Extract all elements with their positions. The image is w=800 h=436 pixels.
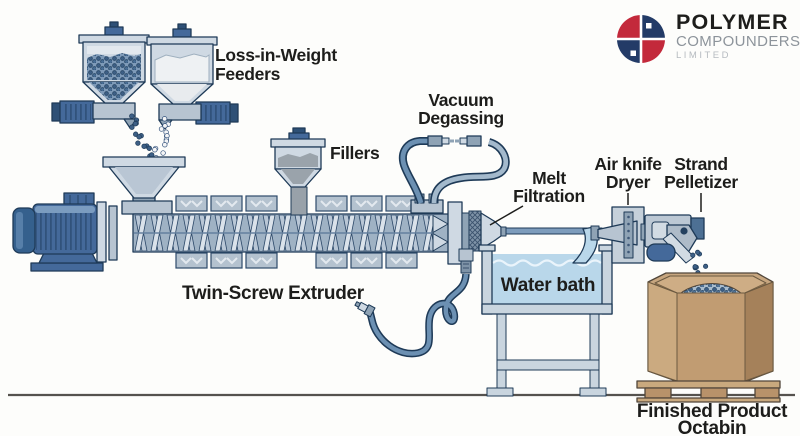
feeder2-lid [172, 28, 192, 38]
label-fillers: Fillers [330, 143, 380, 163]
label-finished-line1: Finished Product [637, 401, 788, 422]
label-finished-line2: Octabin [678, 418, 747, 436]
octabin-panel-left [647, 281, 678, 382]
filler-powder [278, 153, 318, 167]
logo-mark-icon [615, 13, 667, 65]
die-drain-valve [458, 248, 474, 262]
bath-leg-left [496, 313, 507, 391]
drain-hose-nozzle [354, 301, 376, 318]
feed-hopper-rim [102, 156, 186, 168]
melt-leader-line [489, 205, 524, 226]
vacuum-fitting-1 [427, 135, 443, 147]
label-vacuum-line1: Vacuum [428, 90, 493, 110]
octabin-panel-front [676, 292, 746, 382]
label-melt-line2: Filtration [513, 186, 585, 206]
heater-blocks [175, 195, 418, 269]
logo-quadrant-br [641, 39, 665, 63]
fillers-hopper [270, 127, 326, 216]
company-logo: POLYMER COMPOUNDERS LIMITED [615, 10, 800, 65]
water-bath: Water bath [478, 226, 616, 397]
logo-text-limited: LIMITED [676, 50, 731, 61]
feeder1-lid [104, 26, 124, 36]
strand-pelletizer [640, 214, 705, 264]
dryer-slot-bar [623, 211, 634, 259]
label-extruder: Twin-Screw Extruder [182, 283, 365, 304]
logo-quadrant-tl [617, 15, 641, 39]
melt-filtration-die [354, 210, 507, 358]
logo-text-compounders: COMPOUNDERS [676, 33, 800, 50]
bath-crossbar [496, 359, 600, 371]
vacuum-hose-2 [430, 138, 510, 204]
label-pelletizer-line2: Pelletizer [664, 172, 738, 192]
label-vacuum-line2: Degassing [418, 108, 504, 128]
loss-in-weight-feeder-2 [146, 23, 239, 130]
finished-product-octabin [636, 272, 781, 403]
feeder1-pellet-fill [87, 53, 141, 80]
pallet-bottom-board [636, 397, 781, 403]
motor-base-plate [30, 262, 104, 272]
label-airknife-line2: Dryer [606, 172, 651, 192]
die-cone [480, 212, 502, 250]
twin-screw-extruder-barrel [121, 193, 463, 269]
coupling-flange-1 [96, 201, 107, 263]
loss-in-weight-feeder-1 [51, 21, 150, 129]
pallet-deck [636, 380, 781, 389]
logo-text-polymer: POLYMER [676, 10, 789, 34]
diagram-labels: Loss-in-Weight Feeders Fillers Vacuum De… [182, 45, 788, 436]
vacuum-degassing-hoses [398, 135, 510, 205]
water-bath-label: Water bath [501, 275, 595, 296]
label-feeders-line2: Feeders [215, 64, 281, 84]
pelletizer-motor [646, 243, 676, 262]
bath-leg-right [589, 313, 600, 391]
logo-quadrant-bl [617, 39, 641, 63]
label-feeders-line1: Loss-in-Weight [215, 45, 337, 65]
label-airknife-line1: Air knife [594, 154, 662, 174]
feed-throat-block [121, 200, 173, 215]
label-pelletizer-line1: Strand [674, 154, 728, 174]
screw-tip-top [432, 215, 449, 233]
screw-tip-bottom [432, 233, 449, 252]
vacuum-fitting-2 [466, 135, 482, 147]
feeder2-powder-fill [154, 53, 210, 83]
feeder1-discharge [92, 102, 136, 120]
die-tip [500, 226, 507, 237]
octabin-panel-right [744, 281, 774, 382]
extruder-drive-motor [12, 192, 104, 272]
logo-quadrant-tr [641, 15, 665, 39]
coupling-flange-2 [108, 205, 118, 261]
filler-feed-tube [290, 186, 308, 216]
label-melt-line1: Melt [532, 168, 566, 188]
air-knife-dryer [590, 206, 645, 264]
